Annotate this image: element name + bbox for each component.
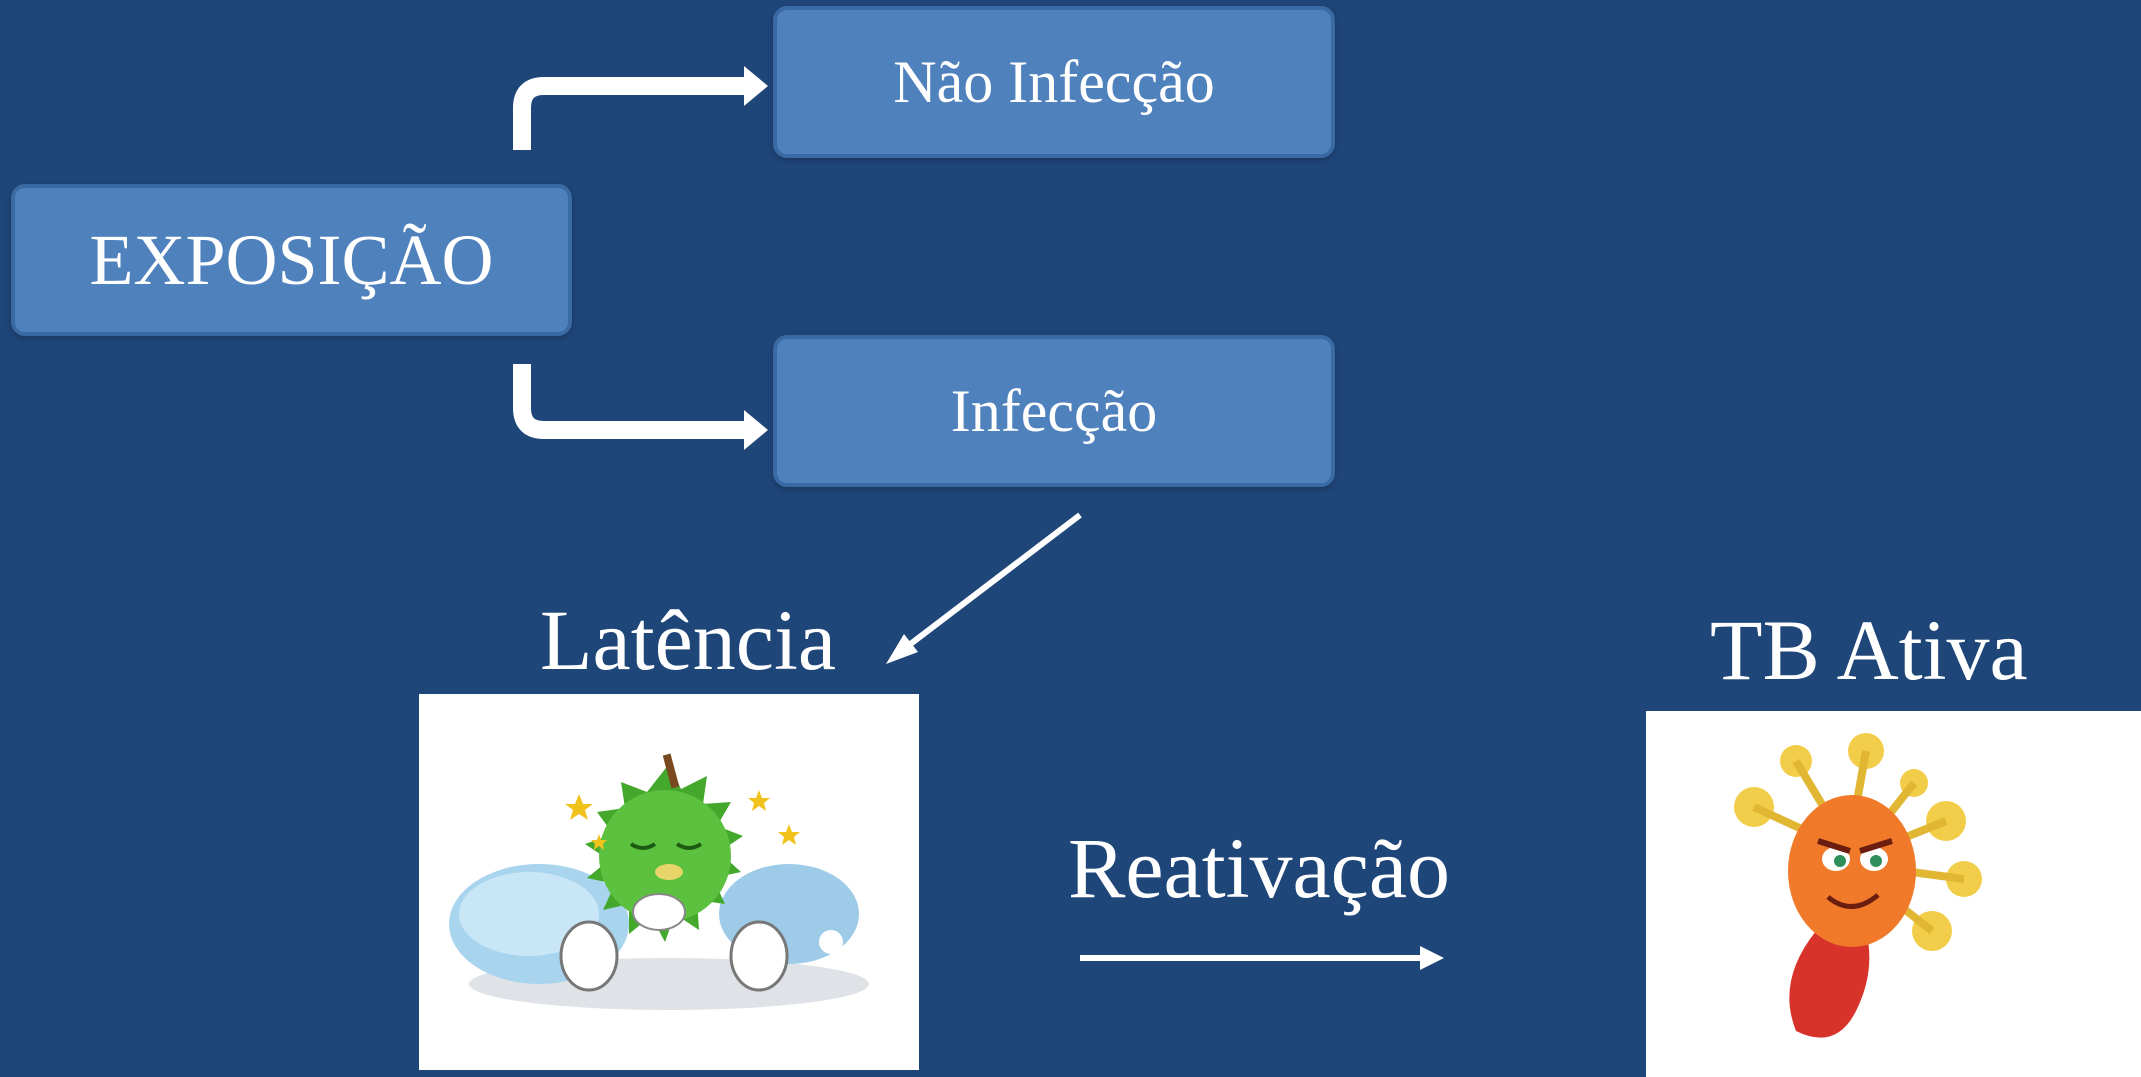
arrow-infeccao-to-latencia	[898, 512, 1082, 655]
arrowhead-infeccao	[744, 410, 768, 450]
stage-latencia-label: Latência	[540, 592, 837, 688]
arrowhead-latencia	[886, 634, 918, 664]
node-infeccao-label: Infecção	[950, 377, 1158, 444]
node-exposicao: EXPOSIÇÃO	[11, 184, 572, 336]
sleeping-germ-illustration	[419, 694, 919, 1070]
node-nao-infeccao: Não Infecção	[773, 6, 1335, 158]
node-infeccao: Infecção	[773, 335, 1335, 487]
node-exposicao-label: EXPOSIÇÃO	[89, 219, 494, 300]
angry-germ-icon	[1734, 733, 1982, 1038]
edge-reativacao-label: Reativação	[1068, 820, 1451, 916]
connector-exposicao-to-nao-infeccao	[513, 77, 748, 150]
arrowhead-nao-infeccao	[744, 66, 768, 106]
node-nao-infeccao-label: Não Infecção	[893, 48, 1215, 115]
arrowhead-reativacao	[1420, 946, 1444, 970]
connector-exposicao-to-infeccao	[513, 364, 748, 439]
stage-tb-ativa-label: TB Ativa	[1710, 602, 2028, 698]
sleeping-germ-icon	[449, 753, 869, 1010]
angry-germ-illustration	[1646, 711, 2141, 1077]
